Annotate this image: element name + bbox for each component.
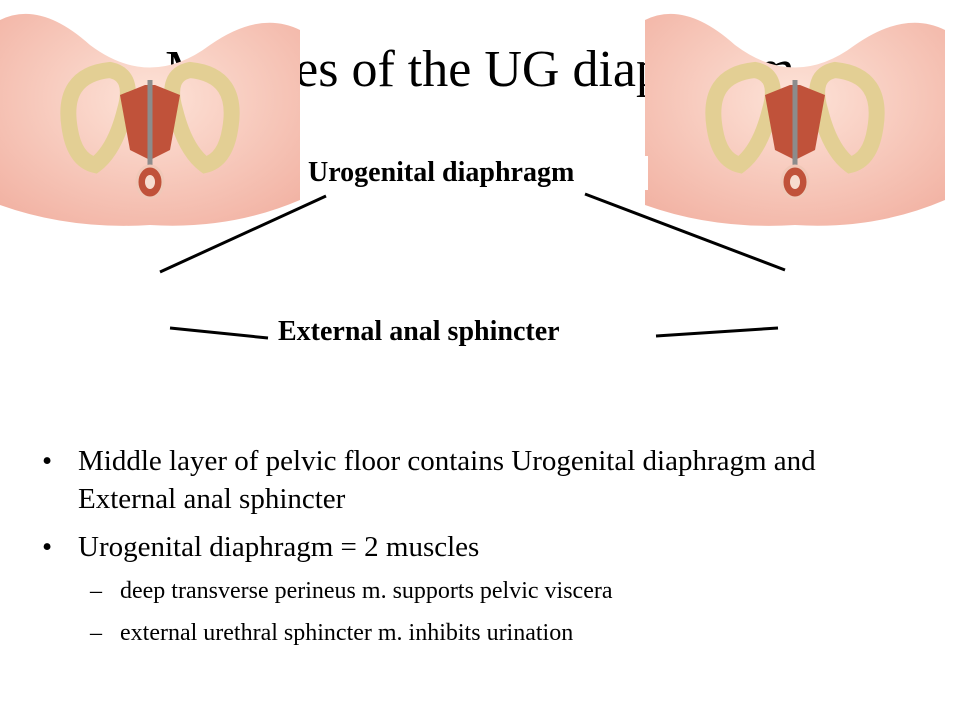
bullet-text: Middle layer of pelvic floor contains Ur… xyxy=(78,445,816,515)
pelvis-illustration-left xyxy=(0,13,300,226)
bullet-text: Urogenital diaphragm = 2 muscles xyxy=(78,531,480,563)
pelvis-illustration-right xyxy=(645,13,945,226)
subbullet-item: – deep transverse perineus m. supports p… xyxy=(40,576,920,606)
bullet-item: • Urogenital diaphragm = 2 muscles xyxy=(40,528,920,566)
subbullet-item: – external urethral sphincter m. inhibit… xyxy=(40,618,920,648)
leader-eas-left xyxy=(169,326,269,340)
subbullet-text: deep transverse perineus m. supports pel… xyxy=(120,578,613,604)
bullet-glyph: • xyxy=(42,445,53,477)
label-urogenital-diaphragm: Urogenital diaphragm xyxy=(308,156,648,190)
bullet-glyph: • xyxy=(42,531,53,563)
dash-glyph: – xyxy=(90,620,102,646)
bullet-item: • Middle layer of pelvic floor contains … xyxy=(40,442,920,518)
leader-eas-right xyxy=(655,326,779,338)
label-external-anal-sphincter: External anal sphincter xyxy=(278,315,560,349)
dash-glyph: – xyxy=(90,578,102,604)
bullet-list: • Middle layer of pelvic floor contains … xyxy=(40,442,920,660)
subbullet-text: external urethral sphincter m. inhibits … xyxy=(120,620,574,646)
